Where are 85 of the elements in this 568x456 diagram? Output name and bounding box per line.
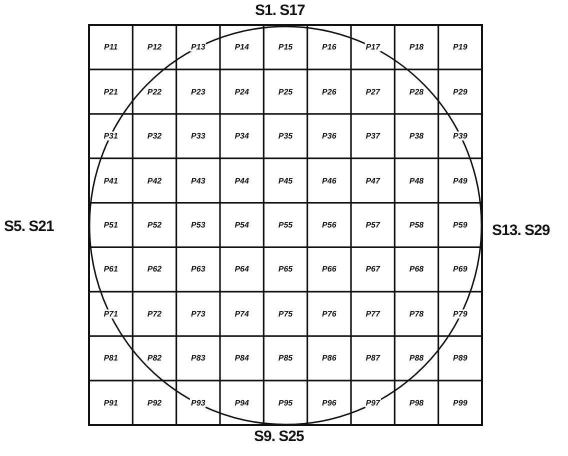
cell-label: P95 [277, 398, 294, 408]
cell-label: P31 [102, 132, 119, 141]
cell-label: P73 [190, 309, 206, 318]
cell-label: P14 [234, 42, 250, 52]
cell-label: P93 [190, 398, 206, 408]
cell-label: P15 [277, 42, 294, 52]
side-label: S5. S21 [4, 218, 54, 235]
cell-label: P25 [277, 87, 294, 96]
cell-label: P34 [234, 132, 250, 141]
cell-label: P72 [146, 309, 163, 318]
cell-label: P37 [364, 132, 381, 141]
side-label: S13. S29 [492, 222, 550, 239]
cell-label: P77 [364, 309, 381, 318]
cell-label: P99 [452, 398, 468, 408]
cell-label: P79 [452, 309, 468, 318]
cell-label: P63 [190, 264, 206, 274]
cell-label: P91 [102, 398, 119, 408]
cell-label: P71 [102, 309, 119, 318]
cell-label: P56 [321, 220, 338, 230]
cell-label: P83 [190, 354, 206, 363]
cell-label: P13 [190, 42, 206, 52]
cell-label: P68 [408, 264, 425, 274]
cell-label: P28 [408, 87, 425, 96]
side-label: S9. S25 [254, 428, 304, 445]
cell-label: P96 [321, 398, 338, 408]
cell-label: P42 [146, 176, 163, 186]
cell-label: P55 [277, 220, 294, 230]
cell-label: P62 [146, 264, 163, 274]
cell-label: P59 [452, 220, 468, 230]
cell-label: P86 [321, 354, 338, 363]
cell-label: P41 [102, 176, 119, 186]
cell-label: P94 [234, 398, 250, 408]
cell-label: P12 [146, 42, 163, 52]
cell-label: P69 [452, 264, 468, 274]
cell-label: P38 [408, 132, 425, 141]
cell-label: P78 [408, 309, 425, 318]
cell-label: P23 [190, 87, 206, 96]
cell-label: P87 [364, 354, 381, 363]
cell-label: P74 [234, 309, 250, 318]
cell-label: P49 [452, 176, 468, 186]
cell-label: P11 [103, 42, 119, 52]
cell-label: P82 [146, 354, 163, 363]
cell-label: P19 [452, 42, 468, 52]
cell-label: P35 [277, 132, 294, 141]
cell-label: P97 [364, 398, 381, 408]
cell-label: P44 [234, 176, 250, 186]
cell-label: P54 [234, 220, 250, 230]
cell-label: P85 [277, 354, 294, 363]
cell-label: P17 [364, 42, 381, 52]
cell-label: P18 [408, 42, 425, 52]
cell-label: P22 [146, 87, 163, 96]
cell-label: P27 [364, 87, 381, 96]
cell-label: P81 [102, 354, 119, 363]
cell-label: P57 [364, 220, 381, 230]
cell-label: P26 [321, 87, 338, 96]
cell-label: P61 [102, 264, 119, 274]
cell-label: P92 [146, 398, 163, 408]
cell-label: P47 [364, 176, 381, 186]
cell-label: P29 [452, 87, 468, 96]
cell-label: P76 [321, 309, 338, 318]
cell-label: P58 [408, 220, 425, 230]
cell-label: P88 [408, 354, 425, 363]
cell-label: P24 [234, 87, 250, 96]
cell-label: P84 [234, 354, 250, 363]
cell-label: P46 [321, 176, 338, 186]
cell-label: P75 [277, 309, 294, 318]
cell-label: P89 [452, 354, 468, 363]
cell-label: P33 [190, 132, 206, 141]
cell-label: P53 [190, 220, 206, 230]
cell-label: P64 [234, 264, 250, 274]
cell-label: P45 [277, 176, 294, 186]
cell-label: P52 [146, 220, 163, 230]
cell-label: P66 [321, 264, 338, 274]
cell-label: P65 [277, 264, 294, 274]
cell-label: P98 [408, 398, 425, 408]
cell-label: P51 [102, 220, 119, 230]
cell-label: P16 [321, 42, 338, 52]
cell-label: P67 [364, 264, 381, 274]
cell-label: P32 [146, 132, 163, 141]
cell-label: P48 [408, 176, 425, 186]
cell-label: P39 [452, 132, 468, 141]
cell-label: P36 [321, 132, 338, 141]
cell-label: P21 [102, 87, 119, 96]
cell-label: P43 [190, 176, 206, 186]
side-label: S1. S17 [255, 2, 305, 19]
